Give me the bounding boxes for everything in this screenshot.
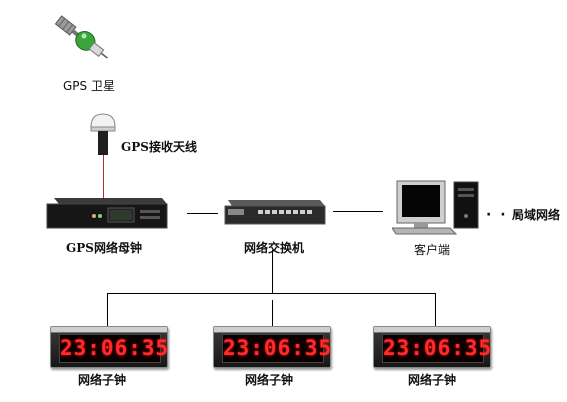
slave-clock-2: 23:06:35 bbox=[213, 326, 331, 368]
distribution-bus bbox=[107, 293, 436, 294]
link-master-switch bbox=[187, 213, 218, 214]
slave-clock-3: 23:06:35 bbox=[373, 326, 491, 368]
gps-antenna-icon bbox=[90, 113, 116, 155]
slave-clock-2-label: 网络子钟 bbox=[245, 373, 294, 387]
clock-display: 23:06:35 bbox=[382, 334, 491, 363]
rack-device-icon bbox=[46, 198, 168, 229]
drop-slave-clock-2 bbox=[272, 300, 273, 327]
network-switch-icon bbox=[224, 200, 326, 225]
slave-clock-1-label: 网络子钟 bbox=[78, 373, 127, 387]
master-clock-label: GPS网络母钟 bbox=[66, 241, 142, 255]
clock-top-bar bbox=[374, 327, 490, 333]
clock-top-bar bbox=[51, 327, 167, 333]
drop-slave-clock-1 bbox=[107, 293, 108, 327]
clock-top-bar bbox=[214, 327, 330, 333]
link-switch-bus bbox=[272, 250, 273, 293]
slave-clock-3-label: 网络子钟 bbox=[408, 373, 457, 387]
satellite-icon bbox=[54, 15, 108, 59]
link-switch-client bbox=[333, 211, 383, 212]
slave-clock-1: 23:06:35 bbox=[50, 326, 168, 368]
drop-slave-clock-3 bbox=[435, 293, 436, 327]
clock-display: 23:06:35 bbox=[59, 334, 168, 363]
lan-dots: · · · bbox=[486, 207, 522, 223]
clock-display: 23:06:35 bbox=[222, 334, 331, 363]
client-label: 客户端 bbox=[414, 243, 451, 257]
satellite-label: GPS 卫星 bbox=[63, 79, 115, 93]
switch-label: 网络交换机 bbox=[244, 241, 305, 255]
lan-label: 局域网络 bbox=[512, 208, 561, 222]
antenna-cable bbox=[103, 155, 104, 207]
antenna-label: GPS接收天线 bbox=[121, 140, 197, 154]
desktop-computer-icon bbox=[392, 180, 479, 235]
